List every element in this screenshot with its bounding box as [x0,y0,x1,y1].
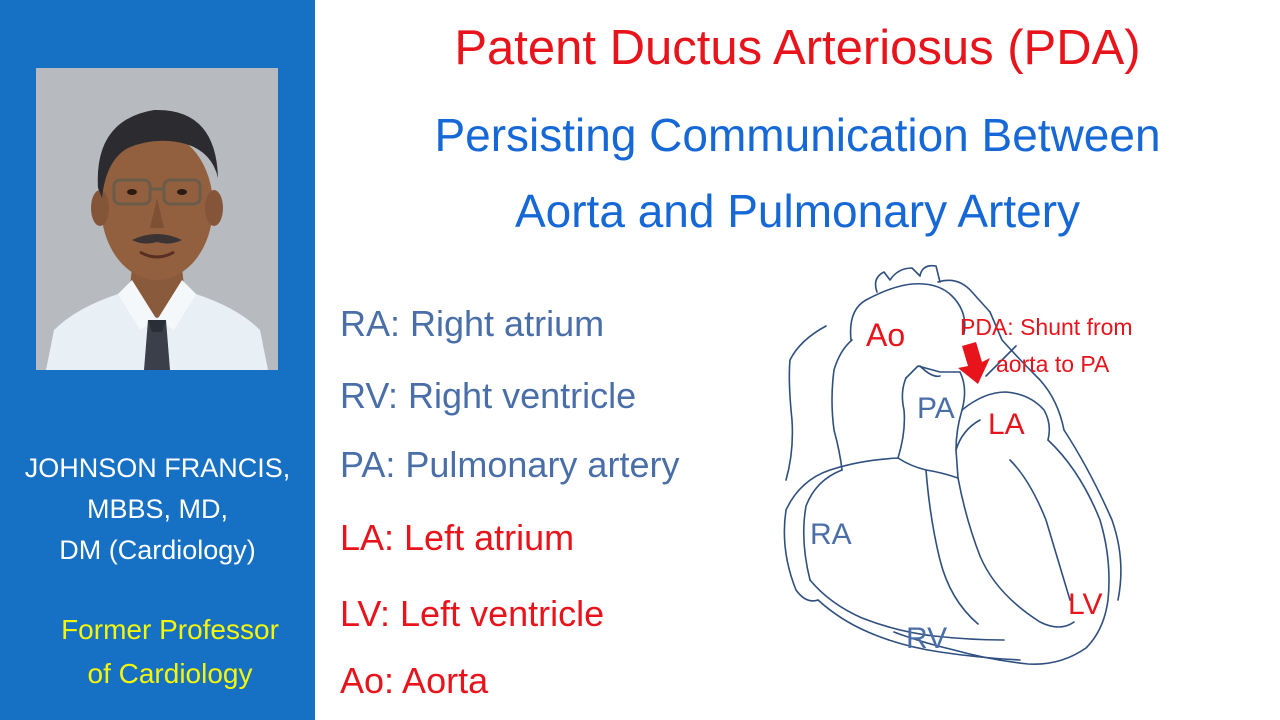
subtitle-line-1: Persisting Communication Between [434,109,1161,161]
label-ra: RA [810,518,852,551]
right-ventricle-outline [817,599,1021,661]
slide-title: Patent Ductus Arteriosus (PDA) [454,21,1141,75]
author-role: Former Professor of Cardiology [0,608,340,696]
label-la: LA [988,408,1025,441]
slide-subtitle: Persisting Communication Between Aorta a… [315,97,1280,249]
presenter-portrait [36,68,278,370]
label-pa: PA [917,392,955,425]
role-line-2: of Cardiology [87,658,253,689]
aortic-branches [874,264,941,293]
left-ventricle-outline [893,439,1110,665]
label-lv: LV [1068,588,1102,621]
author-degrees: MBBS, MD, [86,494,228,524]
label-ao: Ao [866,317,905,353]
heart-diagram: Ao PA LA RA RV LV PDA: Shunt from aorta … [783,264,1133,665]
legend-rv: RV: Right ventricle [340,375,637,416]
pda-annotation-line-2: aorta to PA [996,351,1110,377]
legend-ao: Ao: Aorta [340,660,489,701]
legend-la: LA: Left atrium [340,517,575,558]
legend-lv: LV: Left ventricle [340,593,605,634]
role-line-1: Former Professor [61,614,279,645]
descending-aorta [989,311,1065,431]
septum [957,477,1075,628]
author-specialty: DM (Cardiology) [59,535,256,565]
legend-ra: RA: Right atrium [340,303,605,344]
subtitle-line-2: Aorta and Pulmonary Artery [514,185,1081,237]
pda-shunt-arrow [958,342,990,384]
right-atrium-outline [783,457,899,602]
label-rv: RV [906,622,947,655]
right-heart-border [785,325,827,481]
presenter-sidebar: JOHNSON FRANCIS, MBBS, MD, DM (Cardiolog… [0,0,315,720]
legend-pa: PA: Pulmonary artery [340,444,680,485]
pda-annotation-line-1: PDA: Shunt from [960,314,1133,340]
aorta-outline [849,282,966,341]
author-name: JOHNSON FRANCIS, [24,453,291,483]
author-credentials: JOHNSON FRANCIS, MBBS, MD, DM (Cardiolog… [0,448,315,571]
left-atrium-outline [961,391,1051,441]
